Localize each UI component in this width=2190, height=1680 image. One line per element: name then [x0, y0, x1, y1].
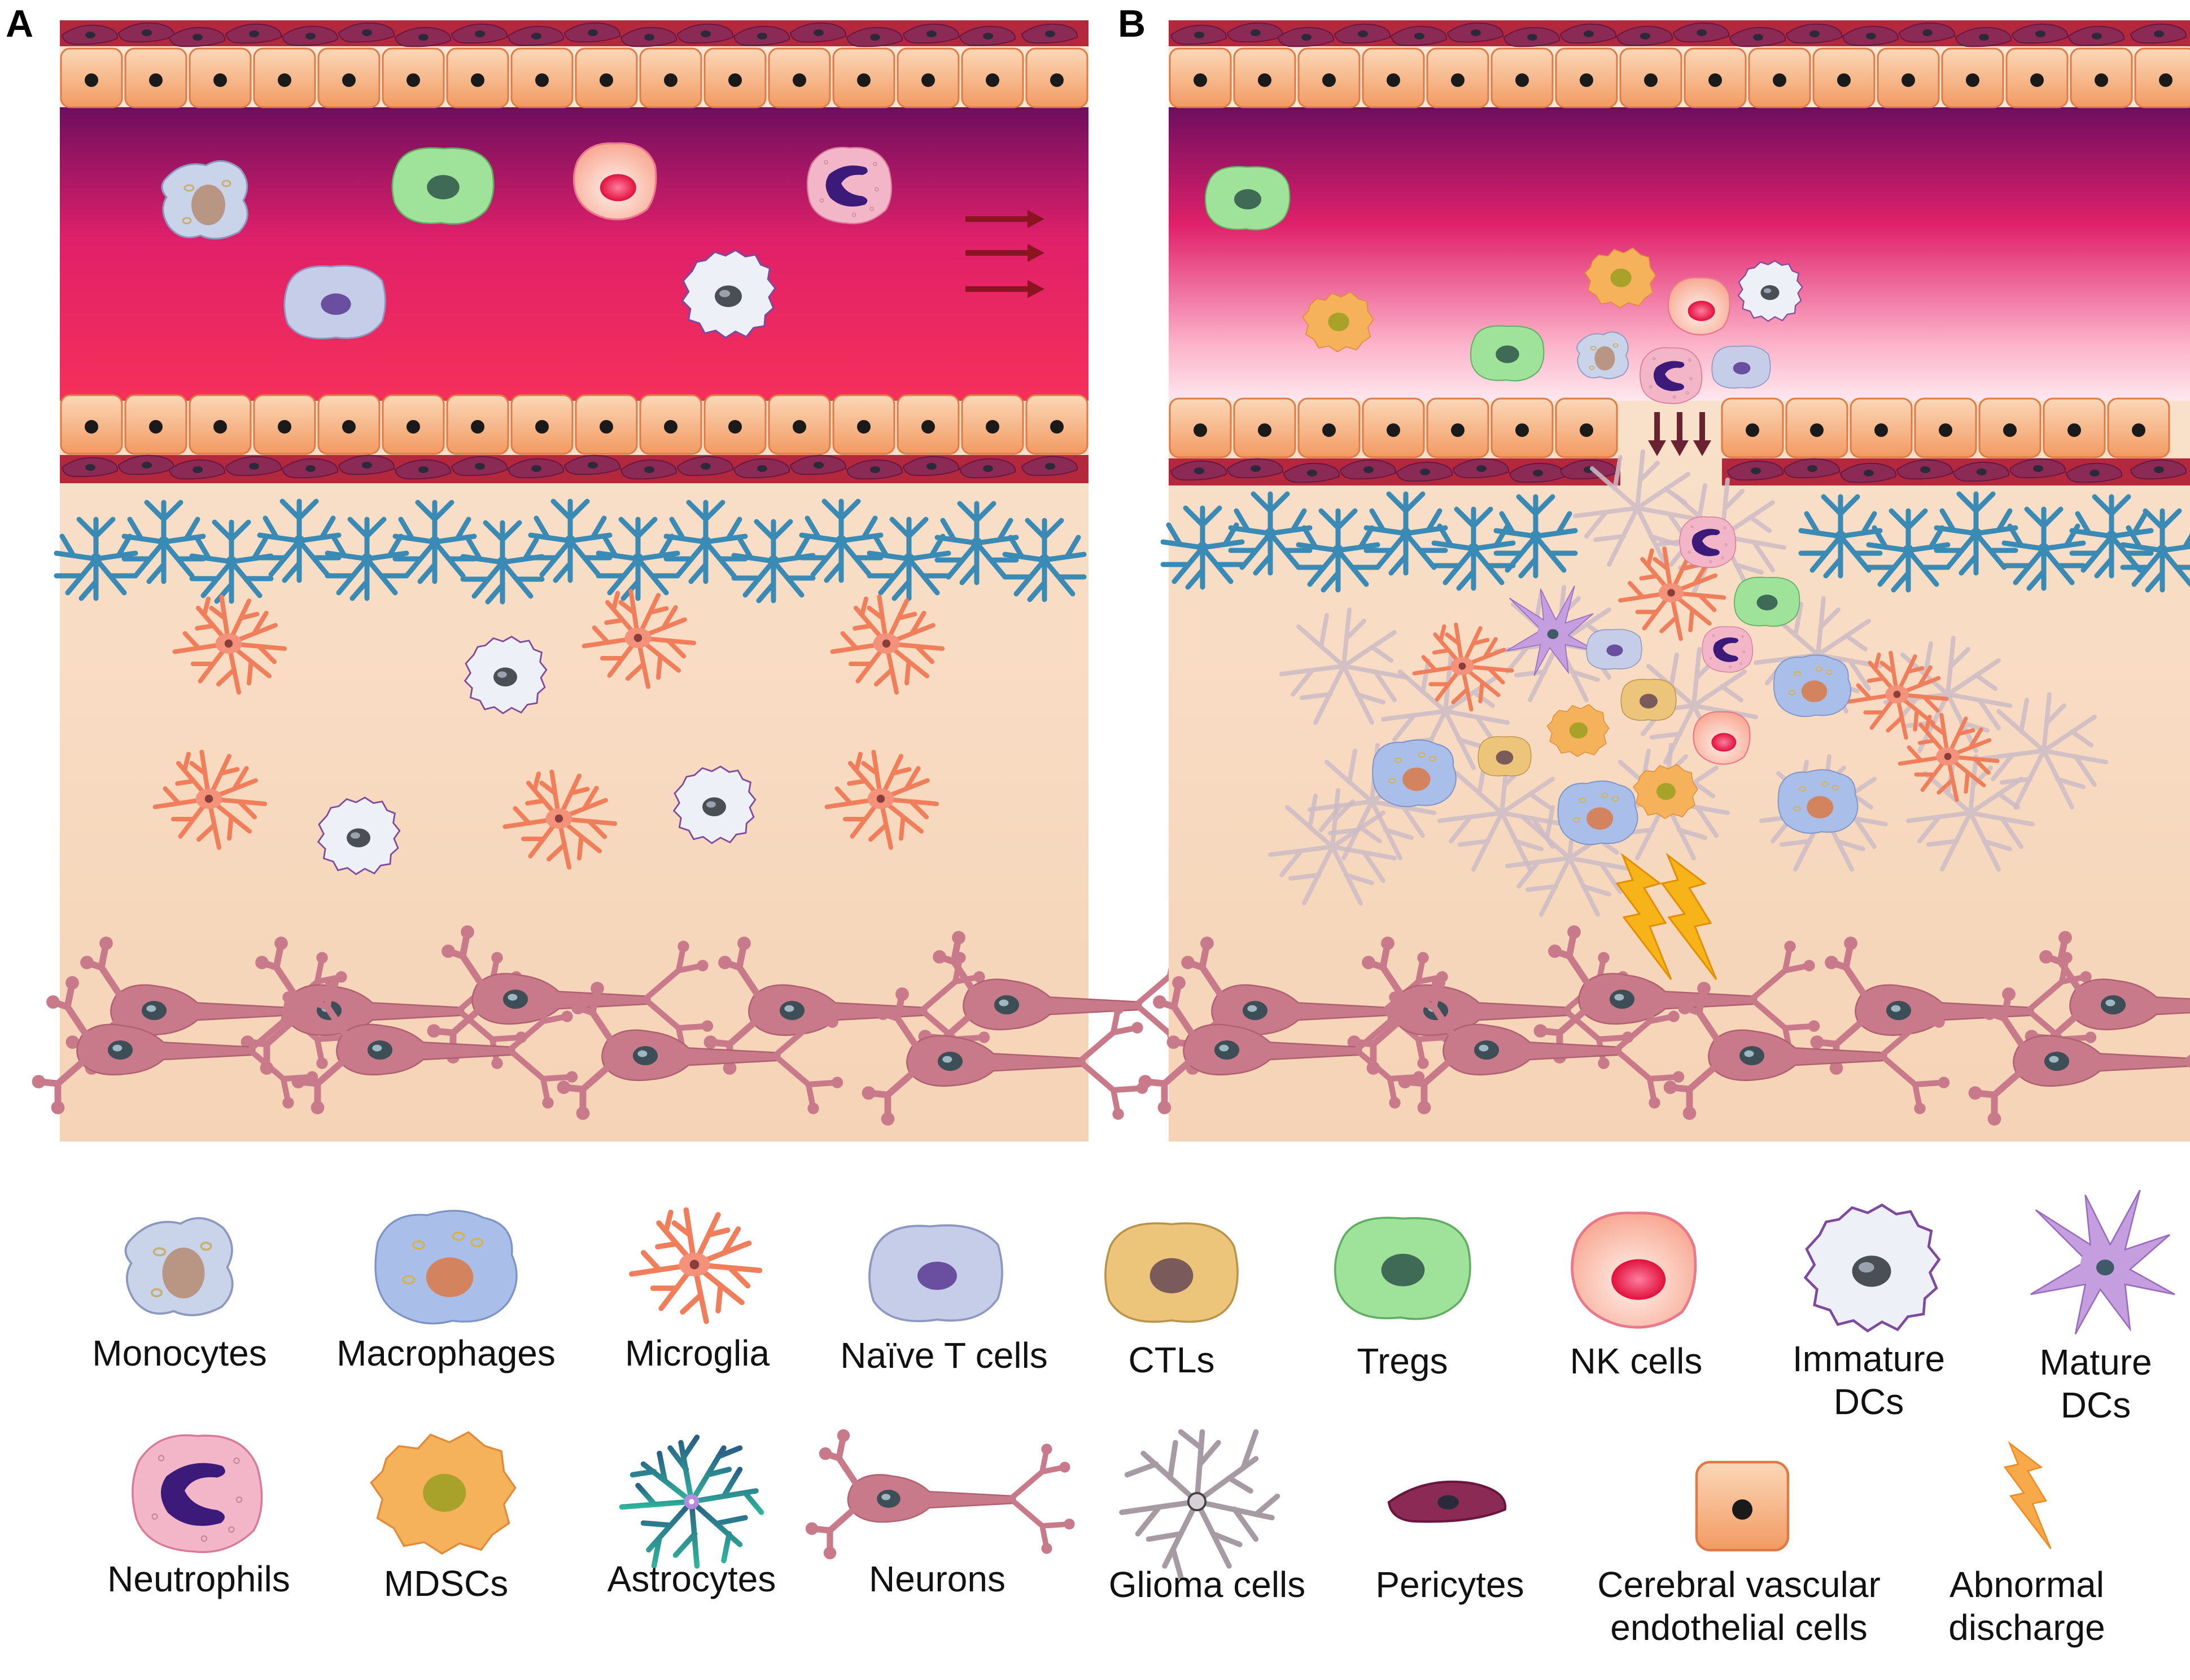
mdsc-icon	[370, 1431, 517, 1555]
immature-dc-icon	[1806, 1205, 1939, 1331]
pericyte-icon	[1389, 1482, 1505, 1522]
neutrophil-in-vessel	[806, 146, 893, 225]
legend-label-immature-dcs: Immature DCs	[1792, 1338, 1946, 1422]
ctl-b	[1478, 736, 1532, 777]
glioma-cell-icon	[1122, 1432, 1278, 1577]
legend-label-mdscs: MDSCs	[383, 1563, 509, 1604]
legend-label-mature-dcs: Mature DCs	[2039, 1342, 2152, 1425]
neuron-icon	[806, 1429, 1075, 1559]
legend-label-nk-cells: NK cells	[1570, 1341, 1703, 1381]
macrophage-b	[1372, 739, 1457, 807]
legend-label-microglia: Microglia	[624, 1333, 770, 1373]
neutrophil-b	[1679, 516, 1737, 568]
legend-label-endothelial-cells: Cerebral vascular endothelial cells	[1597, 1564, 1881, 1648]
astrocyte-icon	[622, 1437, 762, 1566]
monocyte-in-vessel	[161, 160, 248, 240]
legend-label-monocytes: Monocytes	[92, 1333, 267, 1373]
extravasation-arrows	[1648, 412, 1711, 456]
endothelial-row-top	[1169, 47, 2190, 108]
mature-dc-icon	[2030, 1189, 2176, 1335]
legend-label-neurons: Neurons	[869, 1559, 1006, 1599]
legend-label-neutrophils: Neutrophils	[107, 1559, 290, 1599]
neutrophil-b	[1702, 626, 1754, 673]
nk-cell-in-vessel	[572, 142, 657, 221]
macrophage-b	[1557, 780, 1638, 846]
treg-in-vessel	[1470, 325, 1545, 382]
ctl-icon	[1104, 1222, 1239, 1323]
neutrophil-in-vessel	[1640, 347, 1703, 404]
panel-a	[32, 20, 1205, 1141]
nk-cell-in-vessel	[1667, 277, 1731, 336]
nk-cell-b	[1693, 711, 1751, 765]
panel-label-b: B	[1118, 2, 1146, 45]
treg-in-vessel	[391, 147, 495, 225]
neutrophil-icon	[132, 1434, 263, 1554]
treg-b	[1734, 576, 1800, 627]
macrophage-icon	[374, 1210, 518, 1325]
naive-t-cell-in-vessel	[1711, 345, 1771, 389]
ctl-b	[1620, 679, 1677, 721]
panel-label-a: A	[6, 2, 34, 45]
microglia-icon	[632, 1210, 760, 1321]
endothelial-cell-icon	[1697, 1462, 1788, 1550]
legend-label-ctls: CTLs	[1128, 1340, 1215, 1380]
macrophage-b	[1773, 654, 1852, 718]
legend-label-glioma-cells: Glioma cells	[1108, 1564, 1306, 1605]
legend-label-pericytes: Pericytes	[1375, 1564, 1524, 1605]
panel-b	[1139, 20, 2190, 1141]
nk-cell-icon	[1572, 1213, 1695, 1328]
legend-label-macrophages: Macrophages	[336, 1333, 556, 1373]
naive-t-cell-b	[1586, 629, 1642, 670]
legend-label-astrocytes: Astrocytes	[607, 1559, 776, 1599]
legend-label-abnormal-discharge: Abnormal discharge	[1948, 1564, 2105, 1648]
treg-in-vessel	[1204, 165, 1291, 231]
legend-label-tregs: Tregs	[1357, 1341, 1448, 1381]
monocyte-icon	[124, 1217, 234, 1316]
naive-t-cell-in-vessel	[283, 265, 386, 340]
macrophage-b	[1777, 769, 1859, 834]
naive-t-cell-icon	[868, 1224, 1003, 1323]
lightning-icon	[2004, 1442, 2052, 1550]
treg-icon	[1334, 1217, 1471, 1320]
monocyte-in-vessel	[1576, 331, 1629, 379]
legend-label-naive-t-cells: Naïve T cells	[840, 1335, 1048, 1376]
